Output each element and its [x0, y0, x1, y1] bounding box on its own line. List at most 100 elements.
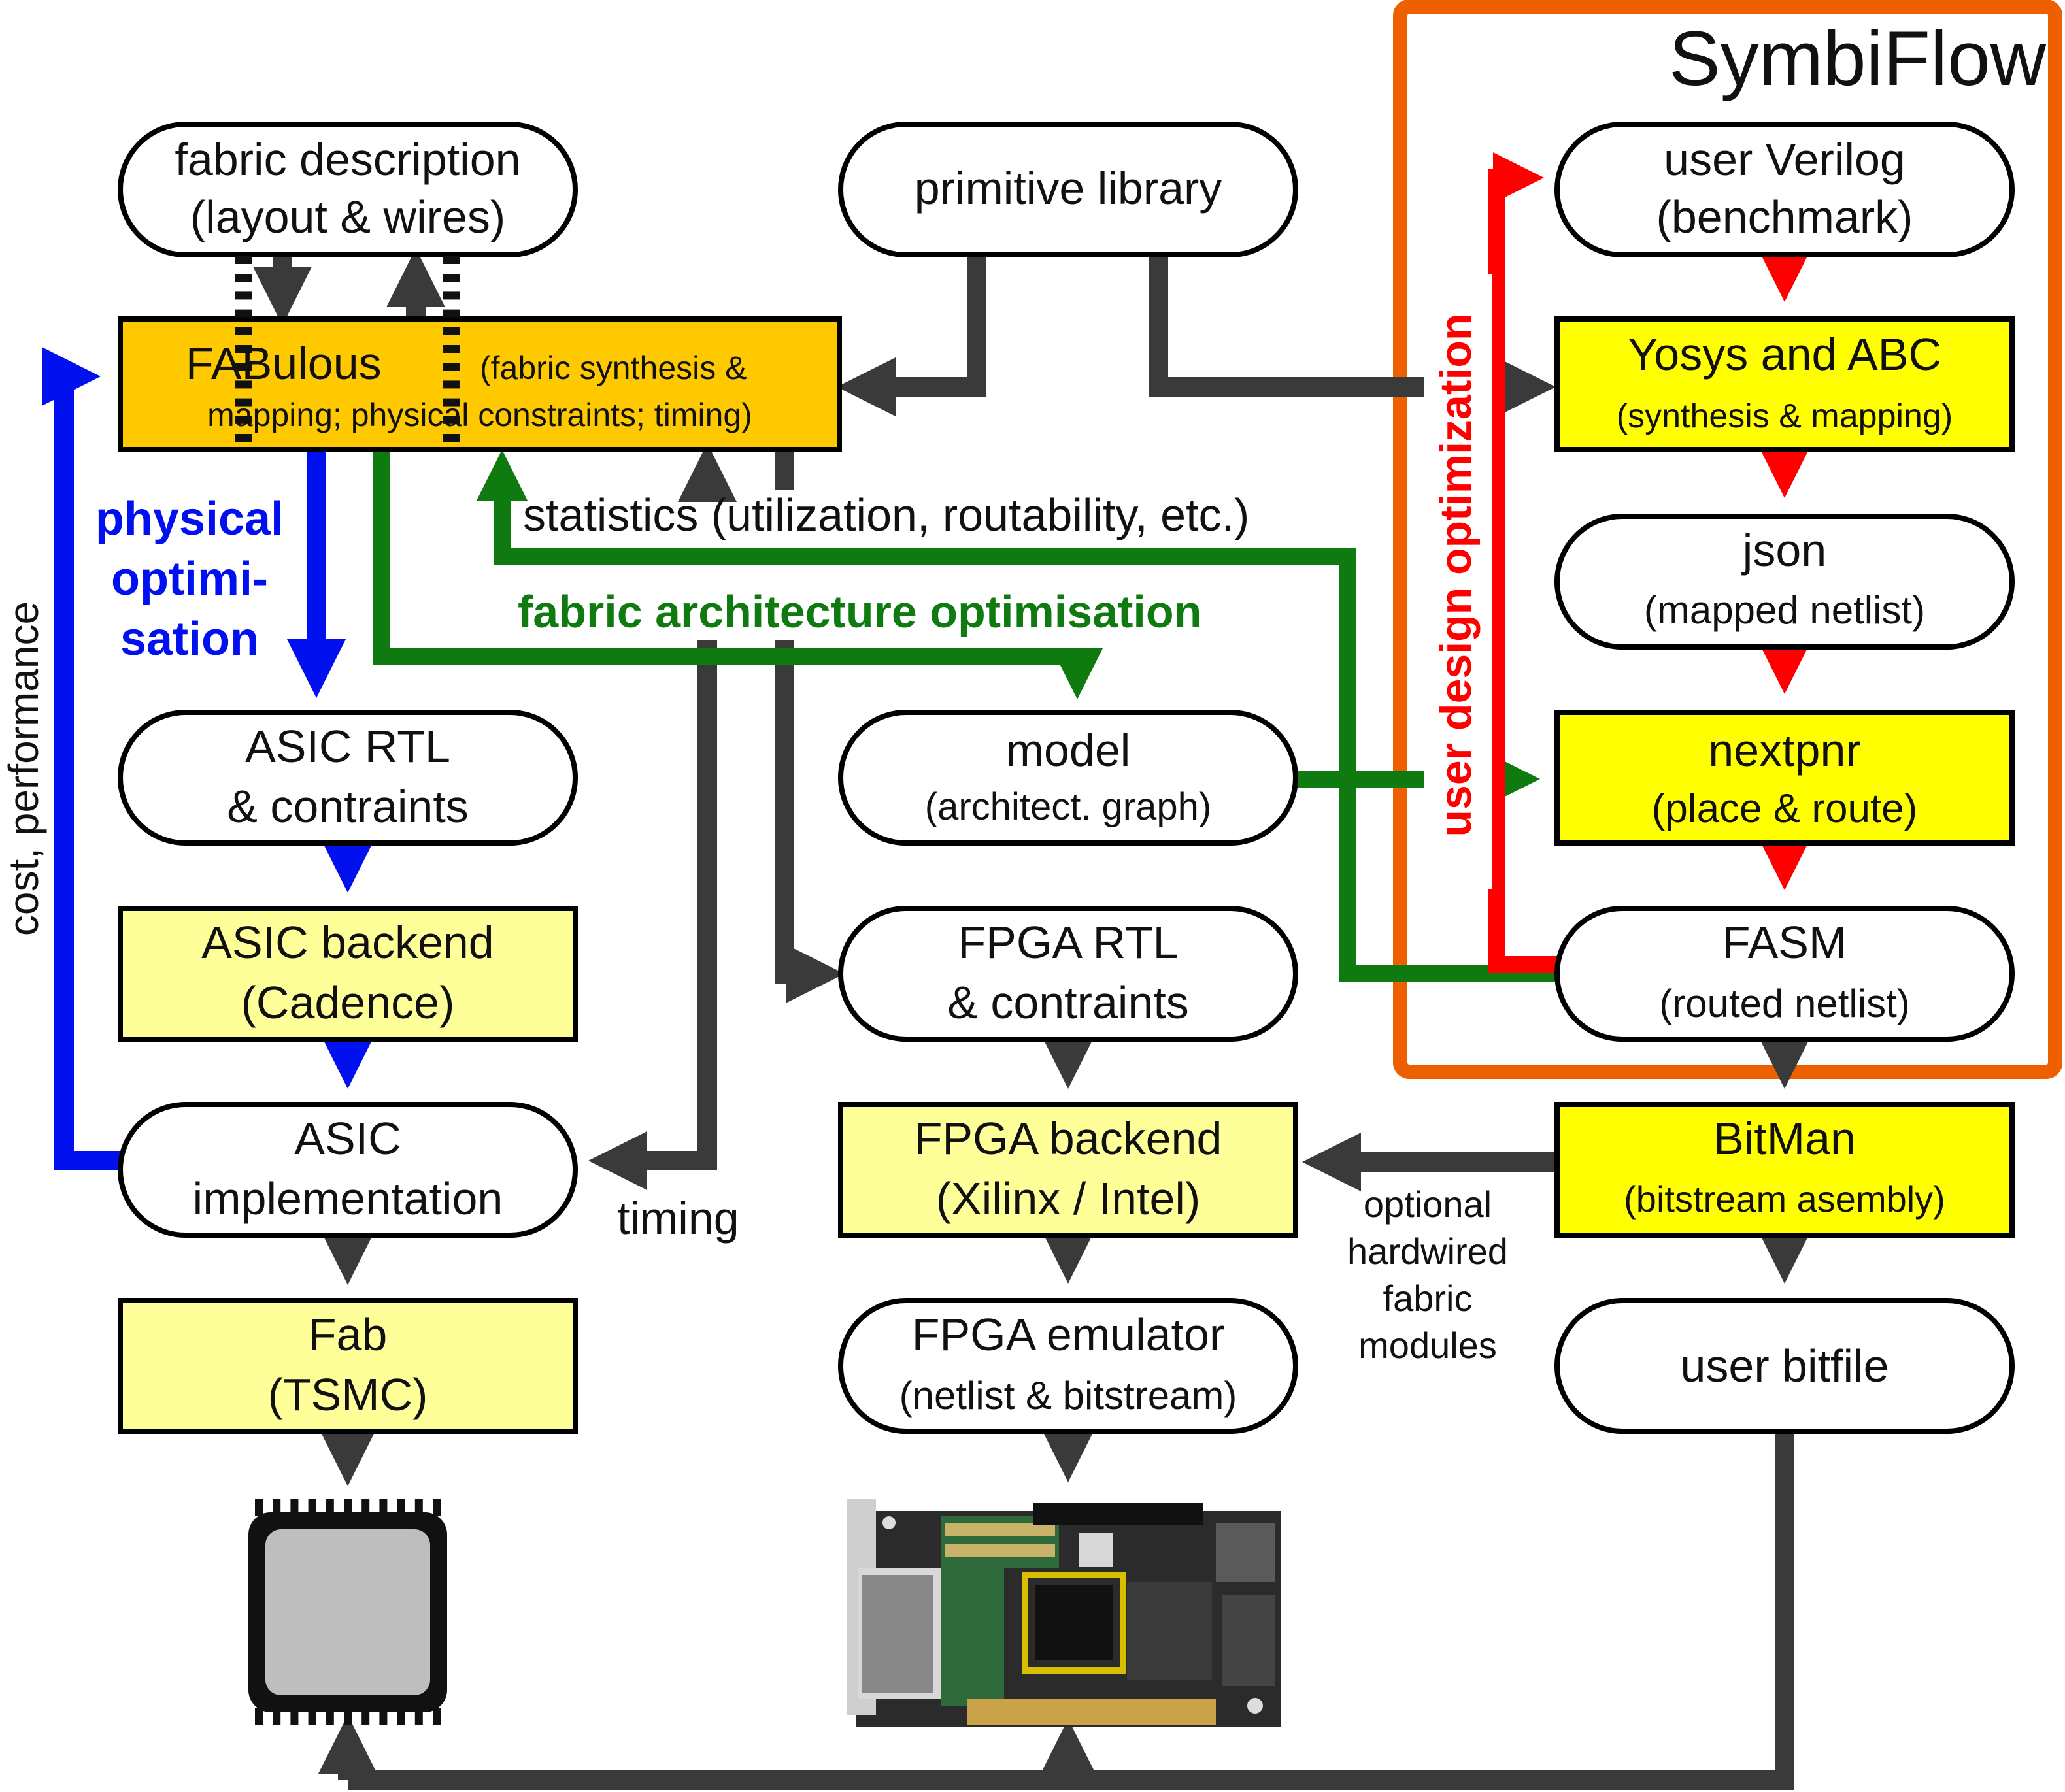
chip-pin — [235, 345, 252, 353]
node-fabric-description-line2: (layout & wires) — [190, 191, 505, 242]
label-user-design-optimization: user design optimization — [1431, 314, 1481, 837]
node-fab-line1: Fab — [309, 1309, 388, 1360]
line-bitfile-bus — [348, 1431, 1794, 1790]
chip-pin — [255, 1499, 263, 1516]
node-fpga-rtl-line1: FPGA RTL — [958, 917, 1178, 968]
node-nextpnr — [1554, 710, 2015, 846]
node-nextpnr-line1: nextpnr — [1708, 725, 1860, 776]
node-bitman-line2: (bitstream asembly) — [1624, 1178, 1945, 1220]
node-fab — [118, 1298, 578, 1434]
label-gap — [1424, 274, 1492, 889]
node-asic-backend-line1: ASIC backend — [201, 917, 494, 968]
chip-pin — [361, 1708, 370, 1725]
label-optional-3: fabric — [1383, 1278, 1473, 1319]
label-physical-optimisation-1: physical — [95, 493, 284, 545]
chip-pin — [235, 380, 252, 389]
chip-pin — [235, 416, 252, 424]
chip-pin — [255, 1708, 263, 1725]
node-bitman-line1: BitMan — [1713, 1113, 1856, 1164]
chip-pin — [443, 398, 460, 407]
chip-pin — [235, 309, 252, 318]
node-asic-implementation-line1: ASIC — [294, 1113, 401, 1164]
node-model-line1: model — [1006, 725, 1131, 776]
chip-pin — [443, 327, 460, 335]
chip-pin — [379, 1499, 388, 1516]
chip-pin — [326, 1499, 334, 1516]
label-fabric-architecture-optimisation: fabric architecture optimisation — [518, 586, 1201, 637]
arrow-fabulous-to-fpga-rtl — [775, 640, 845, 1003]
chip-pin — [361, 1499, 370, 1516]
label-timing: timing — [617, 1193, 739, 1244]
chip-pin — [433, 1499, 441, 1516]
arrow-primlib-to-fabulous — [837, 255, 986, 416]
chip-pin — [397, 1499, 405, 1516]
node-primitive-library — [838, 122, 1298, 257]
node-fpga-emulator — [838, 1298, 1298, 1434]
chip-pin — [235, 274, 252, 282]
chip-pin — [344, 1708, 352, 1725]
chip-pin — [397, 1708, 405, 1725]
arrow-cost-performance-feedback — [42, 347, 120, 1170]
label-physical-optimisation-2: optimi- — [111, 553, 268, 605]
node-bitman — [1554, 1102, 2015, 1238]
node-primitive-library-line1: primitive library — [915, 163, 1222, 214]
node-json — [1554, 514, 2015, 650]
arrow-fasm-to-fabulous — [477, 450, 1557, 982]
chip-pin — [235, 363, 252, 371]
node-fabulous-title: FABulous — [186, 338, 382, 389]
node-fabric-description — [118, 122, 578, 257]
node-fabulous-subtitle-b: mapping; physical constraints; timing) — [207, 397, 752, 433]
label-optional-2: hardwired — [1347, 1231, 1508, 1272]
node-asic-rtl-line2: & contraints — [227, 781, 469, 832]
chip-pin — [443, 274, 460, 282]
label-physical-optimisation-3: sation — [120, 613, 259, 665]
node-fabulous-subtitle-a: (fabric synthesis & — [480, 350, 747, 386]
node-fasm-line1: FASM — [1722, 917, 1847, 968]
node-fabric-description-line1: fabric description — [175, 134, 520, 185]
node-asic-backend — [118, 906, 578, 1042]
chip-pin — [235, 434, 252, 442]
node-user-verilog — [1554, 122, 2015, 257]
chip-pin — [235, 398, 252, 407]
chip-pin — [443, 345, 460, 353]
chip-pin — [443, 434, 460, 442]
chip-pin — [379, 1708, 388, 1725]
node-fasm — [1554, 906, 2015, 1042]
node-user-bitfile-line1: user bitfile — [1680, 1340, 1889, 1391]
node-asic-backend-line2: (Cadence) — [241, 977, 455, 1028]
arrow-timing-to-asic-impl — [588, 640, 717, 1190]
chip-pin — [290, 1499, 299, 1516]
symbiflow-frame — [1393, 0, 2062, 1079]
node-asic-rtl — [118, 710, 578, 846]
chip-pin — [235, 327, 252, 335]
node-fasm-line2: (routed netlist) — [1659, 982, 1910, 1025]
chip-pin — [414, 1708, 423, 1725]
node-fpga-backend — [838, 1102, 1298, 1238]
chip-pin — [290, 1708, 299, 1725]
chip-pin — [235, 291, 252, 300]
node-fpga-backend-line2: (Xilinx / Intel) — [936, 1173, 1201, 1224]
chip-pin — [235, 256, 252, 264]
node-asic-implementation — [118, 1102, 578, 1238]
node-fpga-emulator-line1: FPGA emulator — [912, 1309, 1225, 1360]
chip-pin — [443, 380, 460, 389]
fpga-board-illustration — [847, 1499, 1281, 1727]
label-statistics: statistics (utilization, routability, et… — [523, 489, 1249, 540]
node-nextpnr-line2: (place & route) — [1652, 786, 1918, 831]
node-user-verilog-line2: (benchmark) — [1656, 191, 1913, 242]
chip-pin — [433, 1708, 441, 1725]
node-fpga-rtl — [838, 906, 1298, 1042]
node-yosys-abc-line2: (synthesis & mapping) — [1617, 397, 1953, 435]
chip-pin — [443, 416, 460, 424]
node-fpga-emulator-line2: (netlist & bitstream) — [899, 1374, 1237, 1418]
node-model — [838, 710, 1298, 846]
chip-pin — [273, 1499, 281, 1516]
chip-pin — [308, 1708, 316, 1725]
chip-pin — [443, 256, 460, 264]
chip-pin — [443, 363, 460, 371]
chip-pin — [443, 309, 460, 318]
node-json-line1: json — [1741, 525, 1826, 576]
node-asic-implementation-line2: implementation — [193, 1173, 503, 1224]
node-fpga-backend-line1: FPGA backend — [915, 1113, 1222, 1164]
symbiflow-title: SymbiFlow — [1669, 16, 2047, 102]
